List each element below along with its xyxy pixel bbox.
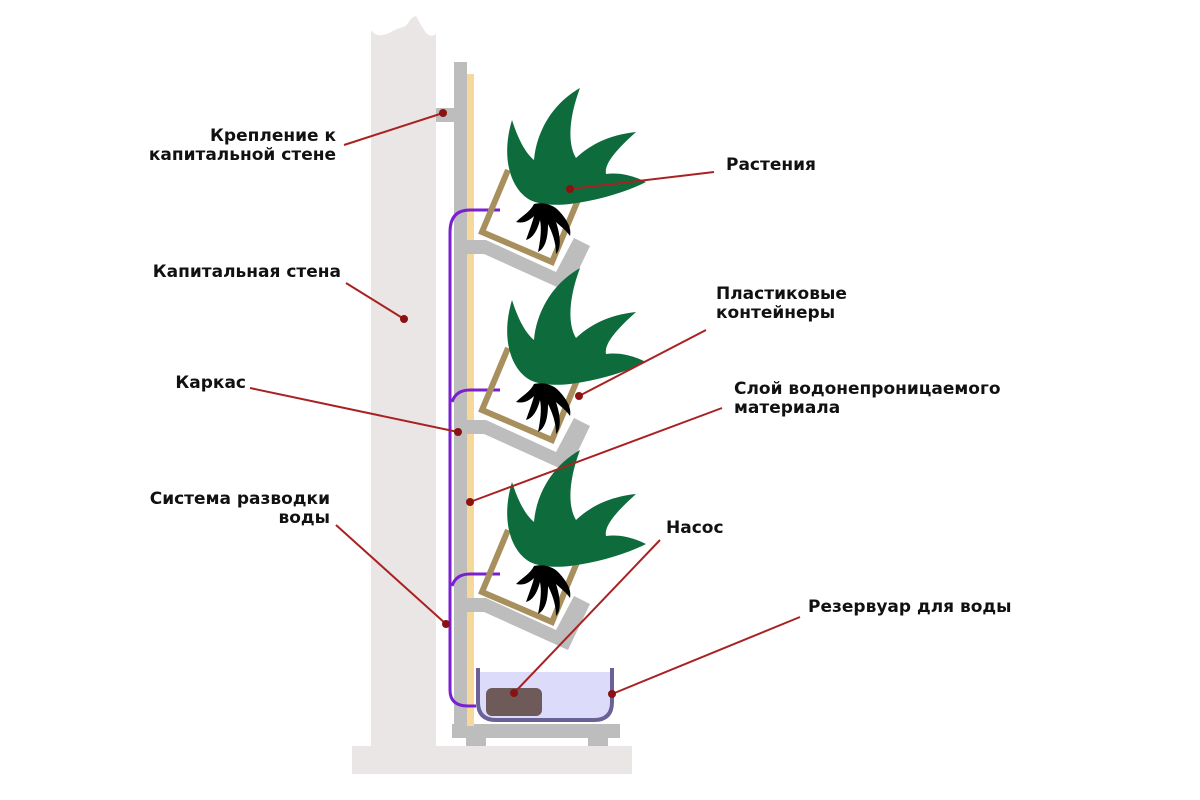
floor-slab — [352, 746, 632, 774]
label-waterproof-layer-line-1: Слой водонепроницаемого — [734, 379, 1001, 399]
water-reservoir — [476, 668, 614, 722]
frame-foot-right — [588, 736, 608, 746]
leader-dots — [400, 109, 616, 698]
planter-tier-1 — [467, 88, 646, 292]
label-wall-mount-line-2: капитальной стене — [148, 145, 336, 165]
plastic-container-1 — [478, 168, 581, 266]
label-water-system-line-1: Система разводки — [149, 489, 330, 509]
water-pipe-branch-2 — [450, 388, 500, 403]
label-pump: Насос — [666, 519, 724, 538]
label-wall-mount: Крепление к капитальной стене — [149, 127, 336, 165]
label-capital-wall: Капитальная стена — [153, 263, 341, 282]
frame-post — [454, 62, 467, 732]
label-pump-text: Насос — [666, 518, 724, 538]
planter-tier-3 — [467, 450, 646, 650]
label-capital-wall-text: Капитальная стена — [152, 262, 341, 282]
plant-1 — [507, 88, 646, 254]
label-water-system-line-2: воды — [278, 508, 330, 528]
shelf-bracket-3 — [467, 596, 590, 650]
label-reservoir-text: Резервуар для воды — [808, 597, 1012, 617]
water-pipe-branch-3 — [450, 572, 500, 587]
frame-base — [452, 724, 620, 738]
capital-wall — [371, 16, 436, 748]
label-plants: Растения — [726, 156, 816, 175]
label-frame-text: Каркас — [175, 373, 246, 393]
label-frame: Каркас — [175, 374, 246, 393]
shelf-bracket-1 — [467, 238, 590, 292]
waterproof-layer — [467, 74, 474, 726]
planter-tier-2 — [467, 268, 646, 472]
label-containers-line-2: контейнеры — [716, 303, 836, 323]
label-plants-text: Растения — [726, 155, 816, 175]
shelf-bracket-2 — [467, 418, 590, 472]
frame-foot-left — [466, 736, 486, 746]
label-waterproof-layer: Слой водонепроницаемого материала — [734, 380, 1001, 418]
plant-2 — [507, 268, 646, 434]
leader-lines — [249, 112, 801, 695]
label-reservoir: Резервуар для воды — [808, 598, 1012, 617]
label-wall-mount-line-1: Крепление к — [210, 126, 336, 146]
pump — [486, 688, 542, 716]
label-containers-line-1: Пластиковые — [716, 284, 847, 304]
plant-3 — [507, 450, 646, 616]
water-pipe — [448, 208, 500, 708]
label-containers: Пластиковые контейнеры — [716, 285, 847, 323]
label-water-system: Система разводки воды — [150, 490, 330, 528]
label-waterproof-layer-line-2: материала — [734, 398, 841, 418]
